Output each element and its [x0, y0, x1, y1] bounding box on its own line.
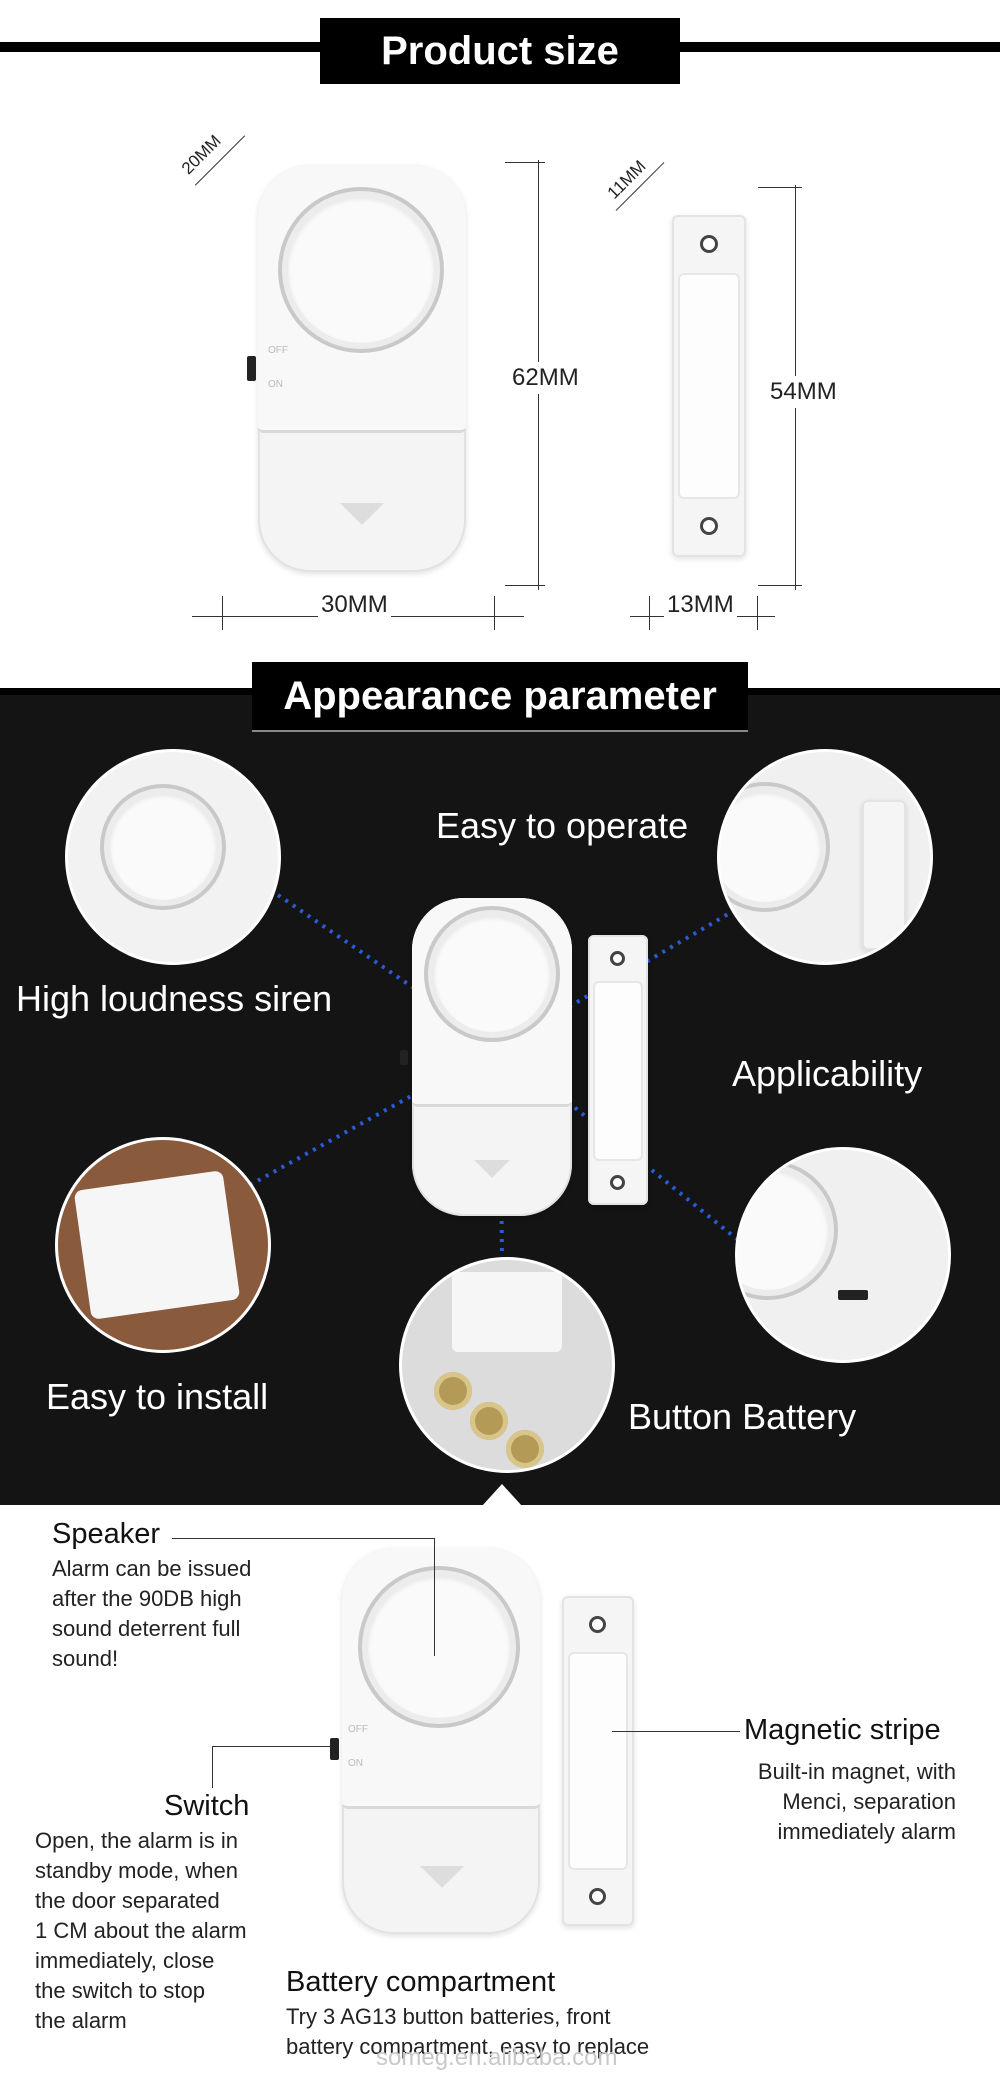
depth-main-label: 20MM: [177, 131, 225, 179]
switch-title: Switch: [164, 1790, 250, 1822]
depth-magnet-label: 11MM: [603, 156, 650, 203]
battery-line-1: Try 3 AG13 button batteries, front: [286, 2004, 611, 2029]
header-rule-left: [0, 42, 330, 52]
mount-hole-bottom: [700, 517, 718, 535]
battery-compartment-icon: [452, 1272, 562, 1352]
magnet-line-3: immediately alarm: [777, 1819, 957, 1844]
magnet-line-2: Menci, separation: [782, 1789, 956, 1814]
center-hole-bottom: [610, 1175, 625, 1190]
feature-install: Easy to install: [46, 1376, 269, 1417]
install-device-icon: [73, 1170, 241, 1320]
speaker-line-1: Alarm can be issued: [52, 1556, 252, 1581]
parts-magnet: [562, 1596, 634, 1926]
parts-alarm-unit: OFF ON: [342, 1548, 540, 1934]
alarm-unit-drawing: OFF ON: [258, 165, 466, 572]
mount-hole-top: [700, 235, 718, 253]
parts-speaker-icon: [368, 1576, 510, 1718]
height-main-tick-top: [505, 162, 545, 163]
center-alarm-unit: [412, 898, 572, 1216]
parts-hole-top: [589, 1616, 606, 1633]
height-magnet-tick-bottom: [758, 585, 802, 586]
switch-on-label: ON: [268, 379, 283, 390]
speaker-line-4: sound!: [52, 1646, 119, 1671]
switch-line-6: the switch to stop: [35, 1978, 205, 2003]
applicability-speaker-icon: [738, 1170, 828, 1290]
center-magnet: [588, 935, 648, 1205]
center-hole-top: [610, 951, 625, 966]
feature-battery: Button Battery: [628, 1396, 857, 1437]
header-rule-right: [670, 42, 1000, 52]
battery-cell-icon-2: [470, 1402, 508, 1440]
width-main-tick-left: [222, 596, 223, 630]
parts-hole-bottom: [589, 1888, 606, 1905]
switch-line-3: the door separated: [35, 1888, 220, 1913]
switch-line-7: the alarm: [35, 2008, 127, 2033]
battery-cell-icon-3: [506, 1430, 544, 1468]
switch-line-4: 1 CM about the alarm: [35, 1918, 247, 1943]
speaker-title: Speaker: [52, 1518, 161, 1550]
speaker-leader-v: [434, 1538, 435, 1656]
applicability-circle: [738, 1150, 948, 1360]
battery-cell-icon-1: [434, 1372, 472, 1410]
switch-description: Open, the alarm is in standby mode, when…: [35, 1826, 247, 2036]
height-magnet-tick-top: [758, 187, 802, 188]
parts-switch-on-label: ON: [348, 1758, 363, 1769]
center-down-arrow-icon: [474, 1160, 510, 1178]
width-magnet-tick-right: [757, 596, 758, 630]
connector-install: [249, 1045, 501, 1187]
switch-leader-v: [212, 1746, 213, 1788]
switch-line-2: standby mode, when: [35, 1858, 239, 1883]
speaker-line-2: after the 90DB high: [52, 1586, 242, 1611]
width-main-label: 30MM: [318, 591, 391, 619]
battery-circle: [402, 1260, 612, 1470]
height-main-label: 62MM: [510, 362, 581, 394]
down-arrow-icon: [340, 503, 384, 525]
magnet-title: Magnetic stripe: [744, 1714, 941, 1746]
feature-siren: High loudness siren: [16, 978, 333, 1019]
siren-circle: [68, 752, 278, 962]
section-pointer: [482, 1484, 522, 1506]
magnet-body: [678, 273, 740, 499]
battery-title: Battery compartment: [286, 1966, 556, 1998]
feature-operate: Easy to operate: [436, 805, 689, 846]
product-size-title: Product size: [320, 18, 680, 84]
parts-switch-off-label: OFF: [348, 1724, 368, 1735]
center-switch-icon: [400, 1050, 408, 1065]
parts-down-arrow-icon: [420, 1866, 464, 1888]
appearance-title: Appearance parameter: [252, 662, 748, 732]
width-main-tick-right: [494, 596, 495, 630]
width-magnet-tick-left: [649, 596, 650, 630]
height-magnet-label: 54MM: [768, 376, 839, 408]
operate-speaker-icon: [720, 792, 820, 902]
magnet-leader-h: [612, 1731, 740, 1732]
width-magnet-label: 13MM: [664, 591, 737, 619]
applicability-switch-icon: [838, 1290, 868, 1300]
height-main-tick-bottom: [505, 585, 545, 586]
center-magnet-body: [593, 981, 643, 1161]
install-circle: [58, 1140, 268, 1350]
speaker-leader-h: [172, 1538, 434, 1539]
siren-speaker-icon: [110, 794, 216, 900]
switch-tab-icon: [247, 356, 256, 381]
battery-description: Try 3 AG13 button batteries, front batte…: [286, 2002, 649, 2062]
battery-line-2: battery compartment, easy to replace: [286, 2034, 650, 2059]
switch-line-5: immediately, close: [35, 1948, 215, 1973]
magnet-drawing: [672, 215, 746, 557]
operate-circle: [720, 752, 930, 962]
speaker-description: Alarm can be issued after the 90DB high …: [52, 1554, 251, 1674]
switch-off-label: OFF: [268, 345, 288, 356]
center-speaker-icon: [434, 916, 550, 1032]
watermark-text: someg.en.alibaba.com: [376, 2044, 618, 2071]
feature-applicability: Applicability: [732, 1053, 923, 1094]
speaker-line-3: sound deterrent full: [52, 1616, 241, 1641]
switch-line-1: Open, the alarm is in: [35, 1828, 238, 1853]
magnet-line-1: Built-in magnet, with: [757, 1759, 956, 1784]
switch-leader-h: [212, 1746, 330, 1747]
magnet-description: Built-in magnet, with Menci, separation …: [700, 1757, 956, 1847]
parts-switch-tab-icon: [330, 1738, 339, 1760]
parts-magnet-body: [568, 1652, 628, 1870]
operate-magnet-icon: [862, 800, 906, 950]
speaker-icon: [288, 197, 434, 343]
